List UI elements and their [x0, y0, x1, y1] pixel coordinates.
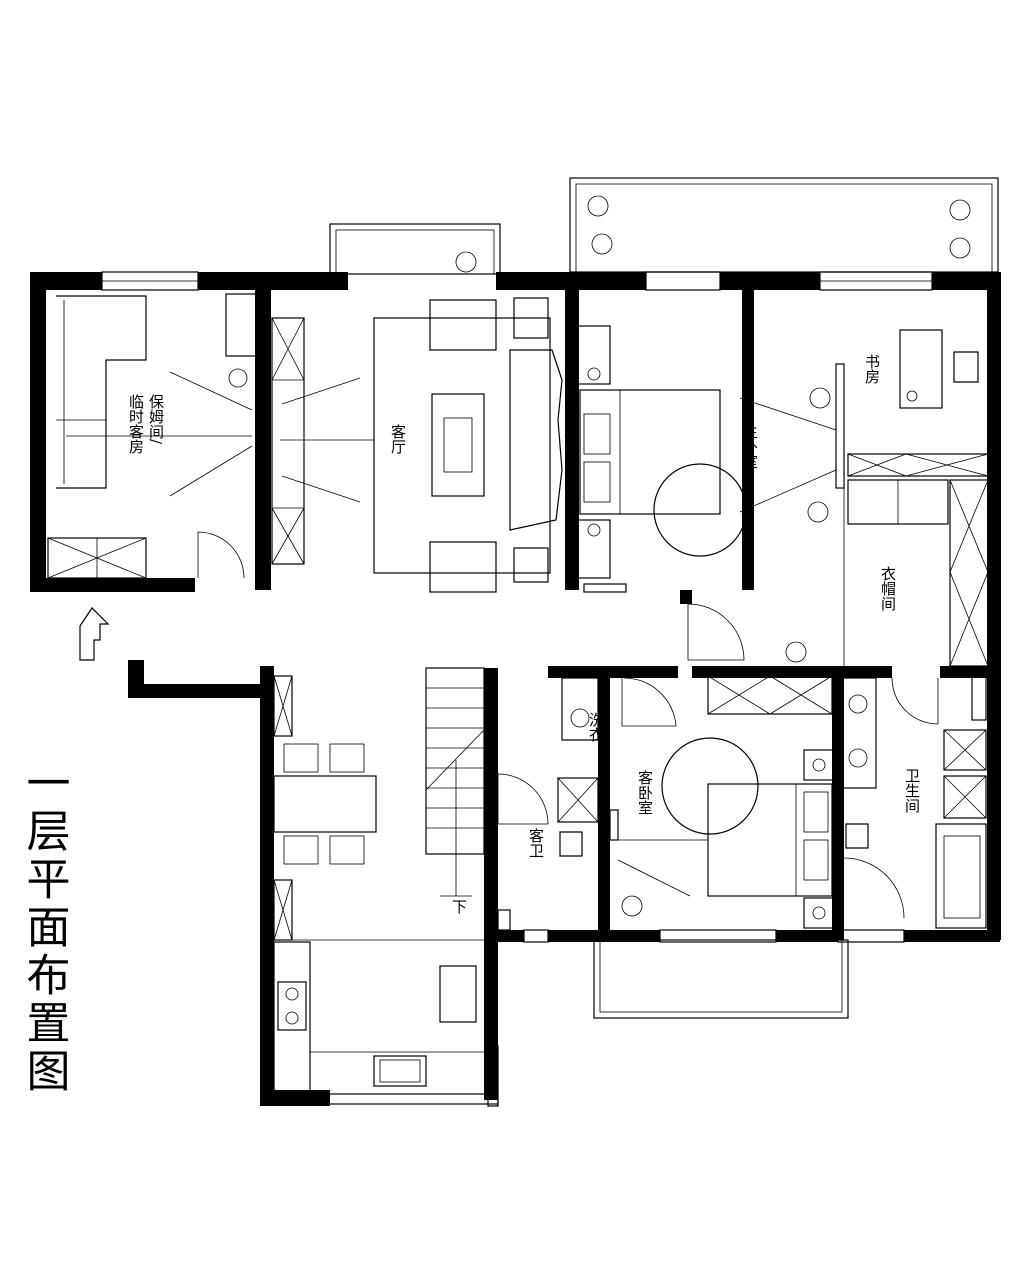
drawing-title: 一层平面布置图 — [19, 760, 70, 1096]
main-bathroom — [839, 675, 987, 929]
guest-bath — [497, 677, 599, 931]
wash-label: 洗衣 — [587, 712, 605, 742]
balconies — [319, 177, 999, 1107]
kitchen — [273, 941, 484, 1095]
entrance-arrow-icon — [79, 607, 110, 661]
study-label: 书房 — [863, 354, 881, 384]
bathroom-label: 卫生间 — [903, 768, 921, 814]
master-bedroom — [577, 325, 837, 593]
guest-bedroom — [609, 675, 835, 929]
dining — [273, 675, 484, 941]
stair — [425, 667, 485, 897]
room-labels: 保姆间/ 临时客房 客厅 主卧室 书房 衣帽间 客卧室 客卫 卫生间 洗衣 下 — [127, 354, 921, 916]
study — [835, 329, 989, 489]
living-room-label: 客厅 — [389, 424, 407, 454]
guest-bath-label: 客卫 — [527, 828, 545, 858]
plant-icons — [228, 195, 971, 917]
living-room — [271, 297, 563, 593]
cloakroom — [687, 478, 989, 667]
guest-bedroom-label: 客卧室 — [636, 770, 654, 815]
walls — [30, 272, 1001, 1106]
stair-down-label: 下 — [452, 898, 467, 916]
nanny-room — [47, 293, 257, 579]
windows — [101, 271, 933, 943]
master-bedroom-label: 主卧室 — [741, 424, 759, 469]
nanny-room-label-2: 临时客房 — [127, 394, 145, 454]
nanny-room-label-1: 保姆间/ — [147, 394, 165, 445]
cloakroom-label: 衣帽间 — [879, 566, 897, 612]
